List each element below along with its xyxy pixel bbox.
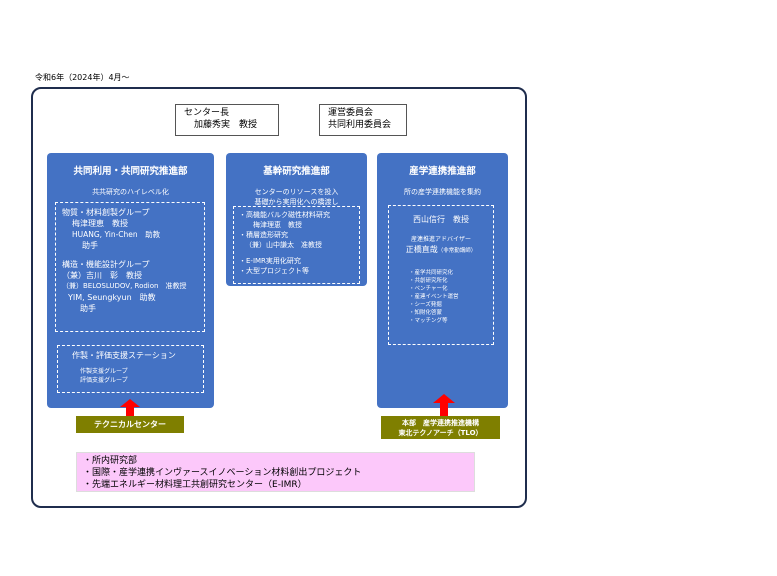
member: HUANG, Yin-Chen 助教 bbox=[72, 230, 161, 239]
director-name: 加藤秀実 教授 bbox=[194, 120, 258, 130]
sub-line: 基礎から実用化への橋渡し bbox=[254, 198, 339, 206]
up-arrow-icon bbox=[120, 399, 140, 417]
dept-sub: 共共研究のハイレベル化 bbox=[92, 188, 169, 196]
committee-box: 運営委員会 共同利用委員会 bbox=[319, 104, 407, 136]
member: （兼）BELOSLUDOV, Rodion 准教授 bbox=[62, 282, 187, 290]
activity-item: ・産連イベント運営 bbox=[409, 294, 459, 300]
related-orgs-box: ・所内研究部 ・国際・産学連携インヴァースイノベーション材料創出プロジェクト ・… bbox=[76, 452, 475, 492]
tlo-line: 本部 産学連携推進機構 bbox=[402, 419, 479, 427]
activity-item: ・産学共同研究化 bbox=[409, 270, 454, 276]
committee: 共同利用委員会 bbox=[328, 120, 392, 130]
related-org: ・国際・産学連携インヴァースイノベーション材料創出プロジェクト bbox=[83, 468, 362, 478]
org-frame bbox=[31, 87, 527, 508]
station-title: 作製・評価支援ステーション bbox=[72, 351, 176, 360]
member: 梅津理恵 教授 bbox=[253, 221, 302, 229]
activity-item: ・知財化啓蒙 bbox=[409, 310, 443, 316]
dept-industry-collab: 産学連携推進部 所の産学連携機能を集約 西山信行 教授 産連推進アドバイザー 正… bbox=[377, 153, 508, 408]
dept-title: 産学連携推進部 bbox=[409, 166, 476, 177]
group-name: 構造・機能設計グループ bbox=[62, 260, 150, 269]
tlo-box: 本部 産学連携推進機構 東北テクノアーチ（TLO） bbox=[381, 416, 500, 439]
member: 助手 bbox=[82, 241, 98, 250]
member: 助手 bbox=[80, 304, 96, 313]
group-name: 物質・材料創製グループ bbox=[62, 208, 150, 217]
research-item: ・高機能バルク磁性材料研究 bbox=[239, 211, 330, 219]
date-label: 令和6年（2024年）4月〜 bbox=[35, 73, 130, 82]
committee: 運営委員会 bbox=[328, 108, 374, 118]
member: 梅津理恵 教授 bbox=[72, 219, 128, 228]
station-group: 作製支援グループ bbox=[80, 368, 128, 375]
tlo-line: 東北テクノアーチ（TLO） bbox=[398, 429, 483, 437]
activity-item: ・共創研究所化 bbox=[409, 278, 448, 284]
advisor-name: 正橋直哉 bbox=[405, 245, 438, 254]
advisor-note: （非常勤講師） bbox=[437, 248, 477, 254]
activity-item: ・ベンチャー化 bbox=[409, 286, 448, 292]
research-item: ・大型プロジェクト等 bbox=[239, 267, 309, 275]
director-box: センター長 加藤秀実 教授 bbox=[175, 104, 279, 136]
dept-title: 基幹研究推進部 bbox=[263, 166, 330, 177]
activity-item: ・シーズ発掘 bbox=[409, 302, 442, 308]
sub-line: センターのリソースを投入 bbox=[254, 188, 339, 196]
related-org: ・先端エネルギー材料理工共創研究センター（E-IMR） bbox=[83, 480, 307, 490]
research-item: ・積層造形研究 bbox=[239, 231, 288, 239]
member: YIM, Seungkyun 助教 bbox=[68, 293, 156, 302]
dept-core-research: 基幹研究推進部 センターのリソースを投入基礎から実用化への橋渡し ・高機能バルク… bbox=[226, 153, 367, 286]
related-org: ・所内研究部 bbox=[83, 456, 138, 466]
research-item: ・E-IMR実用化研究 bbox=[239, 257, 301, 265]
up-arrow-icon bbox=[433, 394, 455, 417]
station-group: 評価支援グループ bbox=[80, 377, 128, 384]
dept-joint-use: 共同利用・共同研究推進部 共共研究のハイレベル化 物質・材料創製グループ 梅津理… bbox=[47, 153, 214, 408]
director-label: センター長 bbox=[184, 108, 230, 118]
advisor-label: 産連推進アドバイザー bbox=[410, 236, 471, 243]
technical-center: テクニカルセンター bbox=[76, 416, 184, 433]
head-name: 西山信行 教授 bbox=[413, 215, 469, 224]
dept-title: 共同利用・共同研究推進部 bbox=[73, 166, 188, 177]
dept-sub: センターのリソースを投入基礎から実用化への橋渡し bbox=[226, 187, 367, 207]
activity-item: ・マッチング等 bbox=[409, 318, 448, 324]
member: （兼）山中謙太 准教授 bbox=[245, 241, 322, 249]
dept-sub: 所の産学連携機能を集約 bbox=[404, 188, 481, 196]
member: （兼）吉川 彰 教授 bbox=[62, 271, 142, 280]
